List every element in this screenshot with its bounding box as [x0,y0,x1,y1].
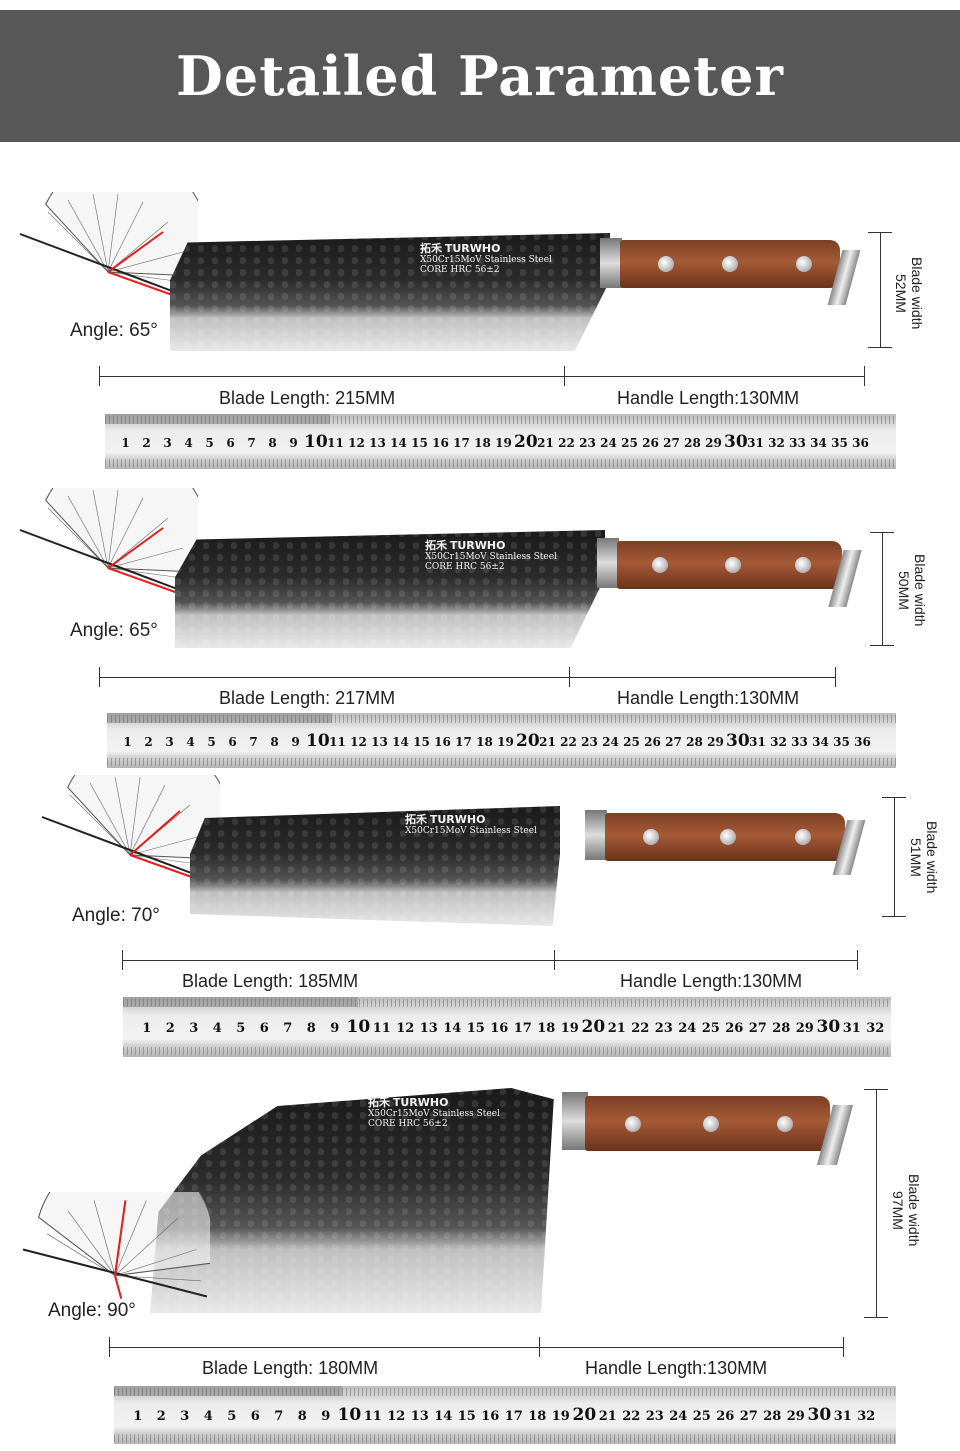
page-title: Detailed Parameter [176,44,784,108]
knife-blade [190,806,560,926]
knife-handle [585,1096,830,1151]
knife-blade [150,1088,554,1313]
blade-length-label: Blade Length: 217MM [219,688,396,708]
angle-label: Angle: 70° [72,905,160,926]
protractor-icon [19,488,198,594]
knife-bolster [585,810,607,860]
knife-blade [170,233,610,351]
protractor-icon [22,1192,210,1299]
angle-label: Angle: 65° [70,620,158,641]
handle-length-label: Handle Length:130MM [617,688,800,708]
angle-label: Angle: 90° [48,1300,136,1321]
brand-engraving: 拓禾 TURWHO X50Cr15MoV Stainless Steel [405,813,537,836]
blade-length-label: Blade Length: 185MM [182,971,359,991]
handle-length-label: Handle Length:130MM [620,971,803,991]
handle-length-label: Handle Length:130MM [585,1358,768,1378]
knife-blade [175,530,605,648]
blade-length-label: Blade Length: 180MM [202,1358,379,1378]
knife-bolster [597,538,619,588]
knife-bolster [562,1092,588,1150]
knife-handle [617,541,842,589]
angle-label: Angle: 65° [70,320,158,341]
knife-handle [620,240,840,288]
knife-handle [605,813,845,861]
knife-bolster [600,238,622,288]
protractor-icon [41,775,220,881]
page-header: Detailed Parameter [0,10,960,142]
handle-length-label: Handle Length:130MM [617,388,800,408]
protractor-icon [19,192,198,298]
blade-length-label: Blade Length: 215MM [219,388,396,408]
